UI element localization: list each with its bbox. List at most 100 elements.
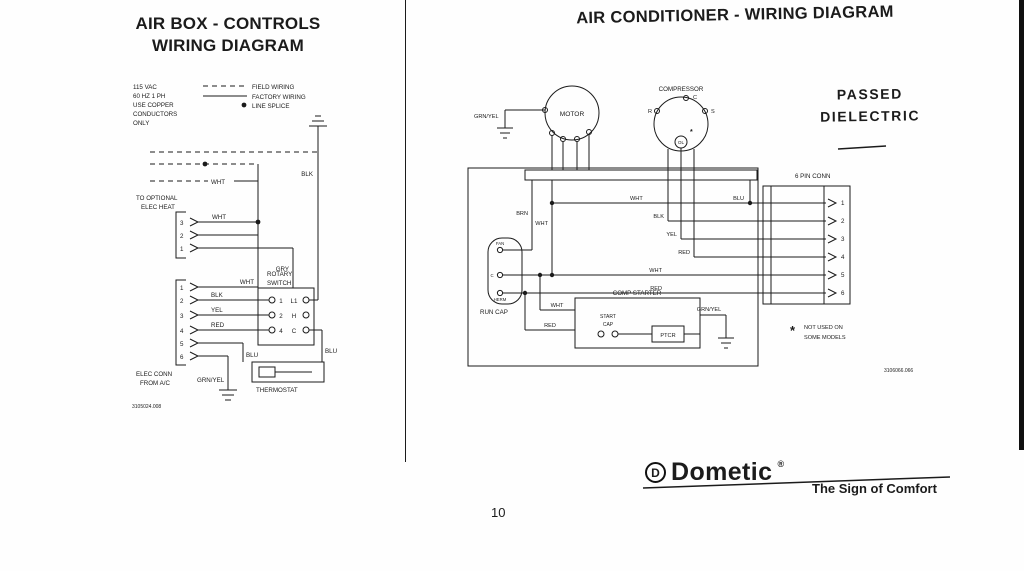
wire-label-wht: WHT — [535, 221, 548, 227]
lower-connector: 1 2 BLK 3 YEL 4 RED 5 BLU 6 — [136, 279, 269, 390]
conn-pin-label: 2 — [841, 218, 845, 225]
footer-rule — [642, 476, 951, 489]
wire-label-wht: WHT — [551, 303, 564, 309]
conn-pin-label: 1 — [841, 200, 845, 207]
wire-label-red: RED — [211, 322, 225, 329]
rotary-switch: ROTARY SWITCH 1 L1 2 H 4 C BLU — [257, 271, 337, 362]
conn-pin-label: 6 — [841, 290, 845, 297]
line-splice-label: LINE SPLICE — [252, 103, 290, 110]
run-capacitor: FAN C HERM RUN CAP — [480, 237, 523, 316]
rotary-switch-caption-1: ROTARY — [267, 271, 292, 278]
brand-tagline: The Sign of Comfort — [812, 481, 937, 496]
switch-contact-label: C — [292, 328, 297, 335]
left-legend: 115 VAC 60 HZ 1 PH USE COPPER CONDUCTORS… — [133, 84, 306, 127]
note-line-1: NOT USED ON — [804, 325, 843, 331]
legend-spec-5: ONLY — [133, 120, 149, 127]
note-line-2: SOME MODELS — [804, 335, 846, 341]
wire-label-yel: YEL — [666, 232, 677, 238]
left-title-line2: WIRING DIAGRAM — [151, 36, 304, 56]
footnote: * NOT USED ON SOME MODELS — [790, 323, 846, 341]
lower-connector-caption-2: FROM A/C — [140, 380, 170, 387]
conn-pin-label: 3 — [841, 236, 845, 243]
left-title-line1: AIR BOX - CONTROLS — [135, 14, 321, 33]
wire-label-grn-yel: GRN/YEL — [474, 114, 499, 120]
wire-label-blk: BLK — [653, 214, 664, 220]
pin-label: 2 — [180, 233, 184, 240]
page-number: 10 — [491, 505, 506, 520]
motor-label: MOTOR — [560, 111, 585, 118]
dometic-logo: D Dometic ® — [645, 458, 784, 487]
run-cap-terminal-c: C — [490, 273, 493, 278]
switch-contact-label: L1 — [291, 298, 298, 305]
wire-label-wht: WHT — [211, 179, 225, 186]
splice-dot — [255, 219, 261, 225]
compressor-terminal-c: C — [693, 95, 697, 101]
wire-label-wht: WHT — [649, 268, 662, 274]
compressor-terminal-r: R — [648, 109, 652, 115]
switch-contact-label: H — [292, 313, 296, 320]
lower-connector-caption-1: ELEC CONN — [136, 371, 172, 378]
pin-label: 5 — [180, 341, 184, 348]
line-splice-dot-icon — [241, 102, 247, 108]
compressor-star: * — [690, 129, 693, 136]
ground-symbol-bottom — [219, 389, 237, 401]
wire-label-blu: BLU — [246, 352, 258, 359]
splice-dot — [202, 161, 208, 167]
page-edge-shadow — [1019, 0, 1024, 450]
right-part-number: 3106066.066 — [884, 368, 913, 374]
run-cap-terminal-fan: FAN — [496, 241, 504, 246]
comp-starter: COMP STARTER START CAP PTCR WHT RED — [522, 272, 701, 349]
left-part-number: 3105024.008 — [132, 404, 161, 410]
registered-mark: ® — [777, 459, 785, 469]
upper-connector-caption-2: ELEC HEAT — [141, 204, 175, 211]
factory-wiring-label: FACTORY WIRING — [252, 94, 306, 101]
wire-label-grn-yel: GRN/YEL — [697, 307, 722, 313]
unit-enclosure-box — [467, 167, 759, 367]
wire-label-brn: BRN — [516, 211, 528, 217]
motor-ground: GRN/YEL — [474, 109, 545, 139]
legend-spec-1: 115 VAC — [133, 84, 157, 91]
pin-label: 3 — [180, 313, 184, 320]
wire-label-red: RED — [650, 286, 662, 292]
pin-label: 3 — [180, 220, 184, 227]
stamp-underline — [837, 145, 887, 150]
wire-label-blk: BLK — [211, 292, 224, 299]
wire-label-wht: WHT — [212, 214, 226, 221]
legend-spec-2: 60 HZ 1 PH — [133, 93, 165, 100]
pin-label: 2 — [180, 298, 184, 305]
pin-label: 1 — [180, 246, 184, 253]
legend-spec-3: USE COPPER — [133, 102, 174, 109]
left-wiring-diagram: 115 VAC 60 HZ 1 PH USE COPPER CONDUCTORS… — [132, 84, 337, 410]
interior-wiring: BRN WHT BLU WHT BLK YEL RED WHT RED — [503, 180, 826, 294]
pin-label: 1 — [180, 285, 184, 292]
wire-label-yel: YEL — [211, 307, 223, 314]
pin-label: 6 — [180, 354, 184, 361]
conn-pin-label: 5 — [841, 272, 845, 279]
switch-pole-label: 1 — [279, 298, 283, 305]
wire-label-red: RED — [544, 323, 556, 329]
run-cap-label: RUN CAP — [480, 309, 508, 316]
wire-label-wht: WHT — [630, 196, 643, 202]
wire-label-grn-yel: GRN/YEL — [197, 377, 225, 384]
upper-connector-caption-1: TO OPTIONAL — [136, 195, 178, 202]
compressor: COMPRESSOR C R S OL * — [648, 86, 715, 257]
brand-name: Dometic — [671, 458, 773, 486]
field-wiring-lines: WHT BLK — [150, 151, 319, 301]
motor: MOTOR — [542, 85, 600, 170]
switch-pole-label: 2 — [279, 313, 283, 320]
dometic-logo-icon: D — [645, 462, 666, 483]
comp-starter-label: COMP STARTER — [613, 290, 662, 297]
note-star: * — [790, 323, 796, 338]
switch-pole-label: 4 — [279, 328, 283, 335]
wire-label-blu: BLU — [733, 196, 744, 202]
wire-label-wht: WHT — [240, 279, 254, 286]
legend-spec-4: CONDUCTORS — [133, 111, 177, 118]
six-pin-connector: 6 PIN CONN 1 2 3 4 5 6 — [762, 173, 851, 305]
run-cap-terminal-herm: HERM — [494, 297, 507, 302]
starter-ground: GRN/YEL — [697, 307, 734, 349]
field-wiring-label: FIELD WIRING — [252, 84, 294, 91]
compressor-terminal-s: S — [711, 109, 715, 115]
wire-label-red: RED — [678, 250, 690, 256]
